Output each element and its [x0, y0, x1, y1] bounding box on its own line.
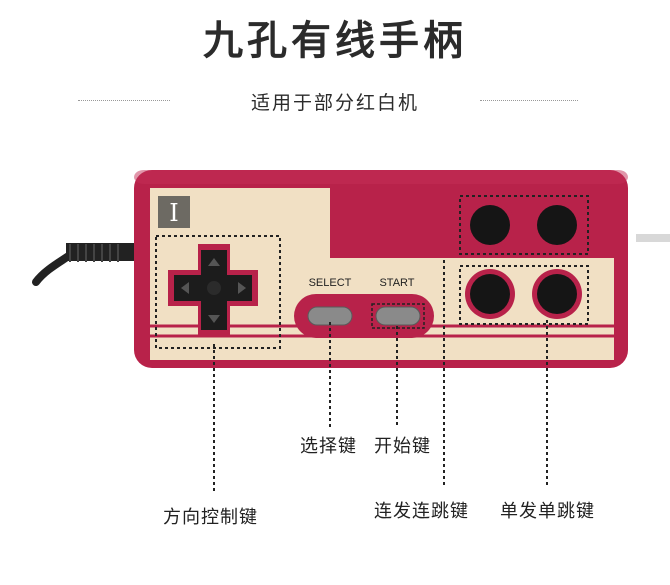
- callout-turbo: 连发连跳键: [374, 501, 469, 522]
- dpad-highlight: [155, 235, 281, 349]
- select-start-housing: [294, 294, 434, 338]
- dpad-left-arrow-icon: [181, 282, 189, 294]
- single-buttons-frame: [459, 265, 589, 325]
- single-button-a[interactable]: [532, 269, 582, 319]
- callout-dpad: 方向控制键: [163, 507, 258, 528]
- page-title: 九孔有线手柄: [203, 18, 467, 64]
- controller-cable: [32, 234, 670, 286]
- select-label: SELECT: [309, 277, 352, 289]
- turbo-button-a[interactable]: [532, 200, 582, 250]
- callout-start: 开始键: [374, 436, 431, 457]
- turbo-buttons-frame: [459, 195, 589, 255]
- dpad[interactable]: [168, 244, 258, 336]
- player-badge-label: I: [169, 199, 178, 227]
- callout-select: 选择键: [300, 436, 357, 457]
- divider-left: [78, 100, 170, 101]
- dpad-right-arrow-icon: [238, 282, 246, 294]
- player-badge: [158, 196, 190, 228]
- turbo-button-b[interactable]: [465, 200, 515, 250]
- callout-single: 单发单跳键: [500, 501, 595, 522]
- single-button-b[interactable]: [465, 269, 515, 319]
- divider-right: [480, 100, 578, 101]
- dpad-down-arrow-icon: [208, 315, 220, 323]
- start-button[interactable]: [375, 306, 421, 326]
- dpad-up-arrow-icon: [208, 258, 220, 266]
- subtitle-row: 适用于部分红白机: [0, 88, 670, 114]
- callout-lines: [213, 260, 548, 492]
- start-label: START: [379, 277, 414, 289]
- page-subtitle: 适用于部分红白机: [250, 92, 419, 114]
